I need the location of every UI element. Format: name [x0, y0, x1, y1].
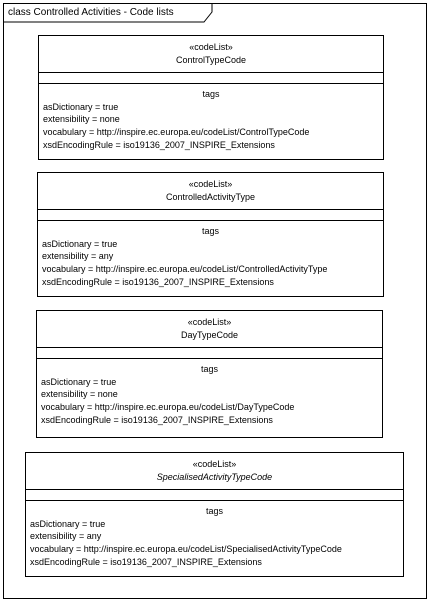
tag-line: extensibility = any	[42, 251, 114, 262]
tag-line: extensibility = none	[41, 389, 118, 400]
tags-title: tags	[201, 226, 219, 236]
tag-line: asDictionary = true	[30, 518, 106, 529]
tags-compartment: tags asDictionary = true extensibility =…	[39, 84, 383, 152]
tag-line: xsdEncodingRule = iso19136_2007_INSPIRE_…	[30, 556, 262, 567]
class-header: «codeList» ControlTypeCode	[39, 36, 383, 73]
tags-title: tags	[205, 506, 223, 516]
tag-line: xsdEncodingRule = iso19136_2007_INSPIRE_…	[41, 414, 273, 425]
tag-line: extensibility = none	[43, 114, 120, 125]
tags-compartment: tags asDictionary = true extensibility =…	[26, 501, 403, 569]
tag-line: asDictionary = true	[42, 238, 118, 249]
frame-title: class Controlled Activities - Code lists	[8, 7, 174, 18]
class-name: DayTypeCode	[180, 330, 239, 340]
tag-line: asDictionary = true	[43, 101, 119, 112]
diagram-frame: class Controlled Activities - Code lists	[3, 3, 427, 599]
tag-line: asDictionary = true	[41, 376, 117, 387]
tag-line: extensibility = any	[30, 531, 102, 542]
tags-compartment: tags asDictionary = true extensibility =…	[37, 359, 382, 427]
tags-title: tags	[202, 89, 220, 99]
tag-line: vocabulary = http://inspire.ec.europa.eu…	[30, 544, 342, 555]
attributes-compartment	[39, 73, 383, 84]
tags-title: tags	[200, 364, 218, 374]
class-header: «codeList» DayTypeCode	[37, 311, 382, 348]
tag-line: vocabulary = http://inspire.ec.europa.eu…	[43, 127, 310, 138]
tags-compartment: tags asDictionary = true extensibility =…	[38, 221, 383, 289]
class-header: «codeList» SpecialisedActivityTypeCode	[26, 453, 403, 490]
class-name: ControlledActivityType	[165, 192, 256, 202]
class-box-controlledactivitytype[interactable]: «codeList» ControlledActivityType tags a…	[37, 172, 384, 297]
tag-line: xsdEncodingRule = iso19136_2007_INSPIRE_…	[42, 276, 274, 287]
class-stereotype: «codeList»	[192, 459, 237, 469]
class-box-controltypecode[interactable]: «codeList» ControlTypeCode tags asDictio…	[38, 35, 384, 160]
class-stereotype: «codeList»	[189, 42, 233, 52]
tag-line: vocabulary = http://inspire.ec.europa.eu…	[42, 264, 328, 275]
tag-line: vocabulary = http://inspire.ec.europa.eu…	[41, 402, 295, 413]
class-box-daytypecode[interactable]: «codeList» DayTypeCode tags asDictionary…	[36, 310, 383, 438]
tag-line: xsdEncodingRule = iso19136_2007_INSPIRE_…	[43, 139, 275, 150]
attributes-compartment	[26, 490, 403, 501]
class-stereotype: «codeList»	[188, 179, 233, 189]
attributes-compartment	[38, 210, 383, 221]
attributes-compartment	[37, 348, 382, 359]
frame-tab-shape	[4, 4, 213, 23]
class-name: SpecialisedActivityTypeCode	[156, 472, 273, 482]
class-stereotype: «codeList»	[187, 317, 232, 327]
class-header: «codeList» ControlledActivityType	[38, 173, 383, 210]
class-box-specialisedactivitytypecode[interactable]: «codeList» SpecialisedActivityTypeCode t…	[25, 452, 404, 577]
class-name: ControlTypeCode	[175, 55, 247, 65]
